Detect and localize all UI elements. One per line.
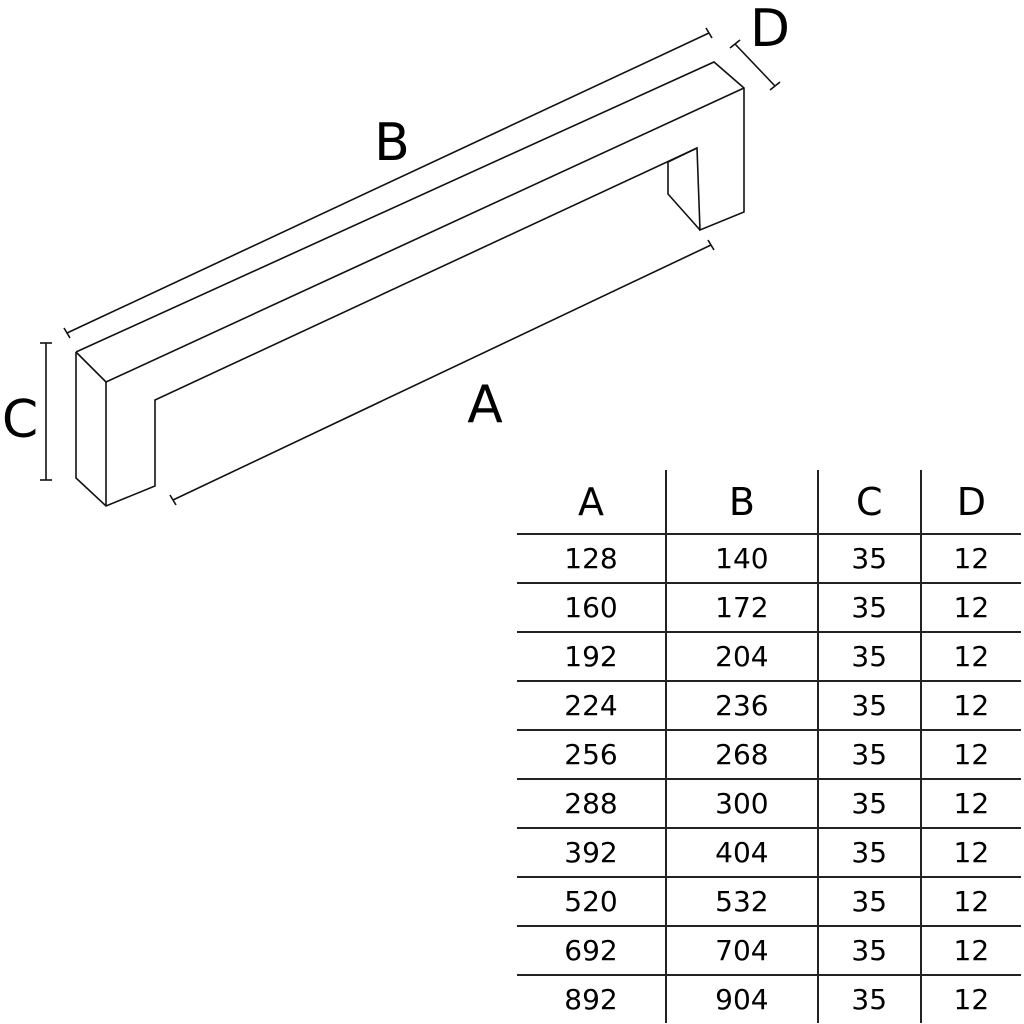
table-cell-b: 204 [665, 632, 819, 682]
table-cell-a: 288 [517, 779, 667, 829]
table-cell-d: 12 [919, 779, 1021, 829]
table-cell-c: 35 [816, 828, 922, 878]
table-cell-a: 128 [517, 534, 667, 584]
table-cell-b: 300 [665, 779, 819, 829]
table-cell-a: 892 [517, 975, 667, 1023]
table-cell-b: 172 [665, 583, 819, 633]
table-cell-d: 12 [919, 828, 1021, 878]
table-cell-b: 704 [665, 926, 819, 976]
table-cell-c: 35 [816, 681, 922, 731]
table-cell-b: 140 [665, 534, 819, 584]
table-cell-a: 224 [517, 681, 667, 731]
table-cell-c: 35 [816, 926, 922, 976]
table-cell-a: 256 [517, 730, 667, 780]
handle-outline [75, 61, 745, 507]
table-cell-a: 192 [517, 632, 667, 682]
table-cell-d: 12 [919, 583, 1021, 633]
label-c: C [2, 390, 38, 450]
table-cell-d: 12 [919, 877, 1021, 927]
header-c: C [816, 470, 922, 535]
table-cell-b: 404 [665, 828, 819, 878]
table-cell-d: 12 [919, 975, 1021, 1023]
table-cell-c: 35 [816, 877, 922, 927]
table-cell-b: 236 [665, 681, 819, 731]
header-d: D [919, 470, 1021, 535]
dimension-c-line [40, 342, 52, 481]
table-cell-d: 12 [919, 730, 1021, 780]
table-cell-c: 35 [816, 534, 922, 584]
table-cell-c: 35 [816, 975, 922, 1023]
table-cell-a: 392 [517, 828, 667, 878]
table-cell-c: 35 [816, 730, 922, 780]
table-cell-a: 520 [517, 877, 667, 927]
dimension-a-line [169, 239, 715, 506]
table-cell-a: 692 [517, 926, 667, 976]
table-cell-b: 904 [665, 975, 819, 1023]
table-cell-b: 532 [665, 877, 819, 927]
table-cell-d: 12 [919, 534, 1021, 584]
table-cell-c: 35 [816, 583, 922, 633]
label-a: A [467, 375, 503, 435]
table-cell-a: 160 [517, 583, 667, 633]
dimension-d-line [729, 39, 781, 91]
table-cell-d: 12 [919, 681, 1021, 731]
label-d: D [750, 0, 790, 59]
header-b: B [665, 470, 819, 535]
table-cell-c: 35 [816, 779, 922, 829]
table-cell-d: 12 [919, 926, 1021, 976]
label-b: B [374, 113, 410, 173]
table-cell-b: 268 [665, 730, 819, 780]
dimension-b-line [63, 27, 713, 339]
table-cell-c: 35 [816, 632, 922, 682]
table-header-row: A B C D [517, 470, 1021, 535]
table-cell-d: 12 [919, 632, 1021, 682]
header-a: A [517, 470, 667, 535]
